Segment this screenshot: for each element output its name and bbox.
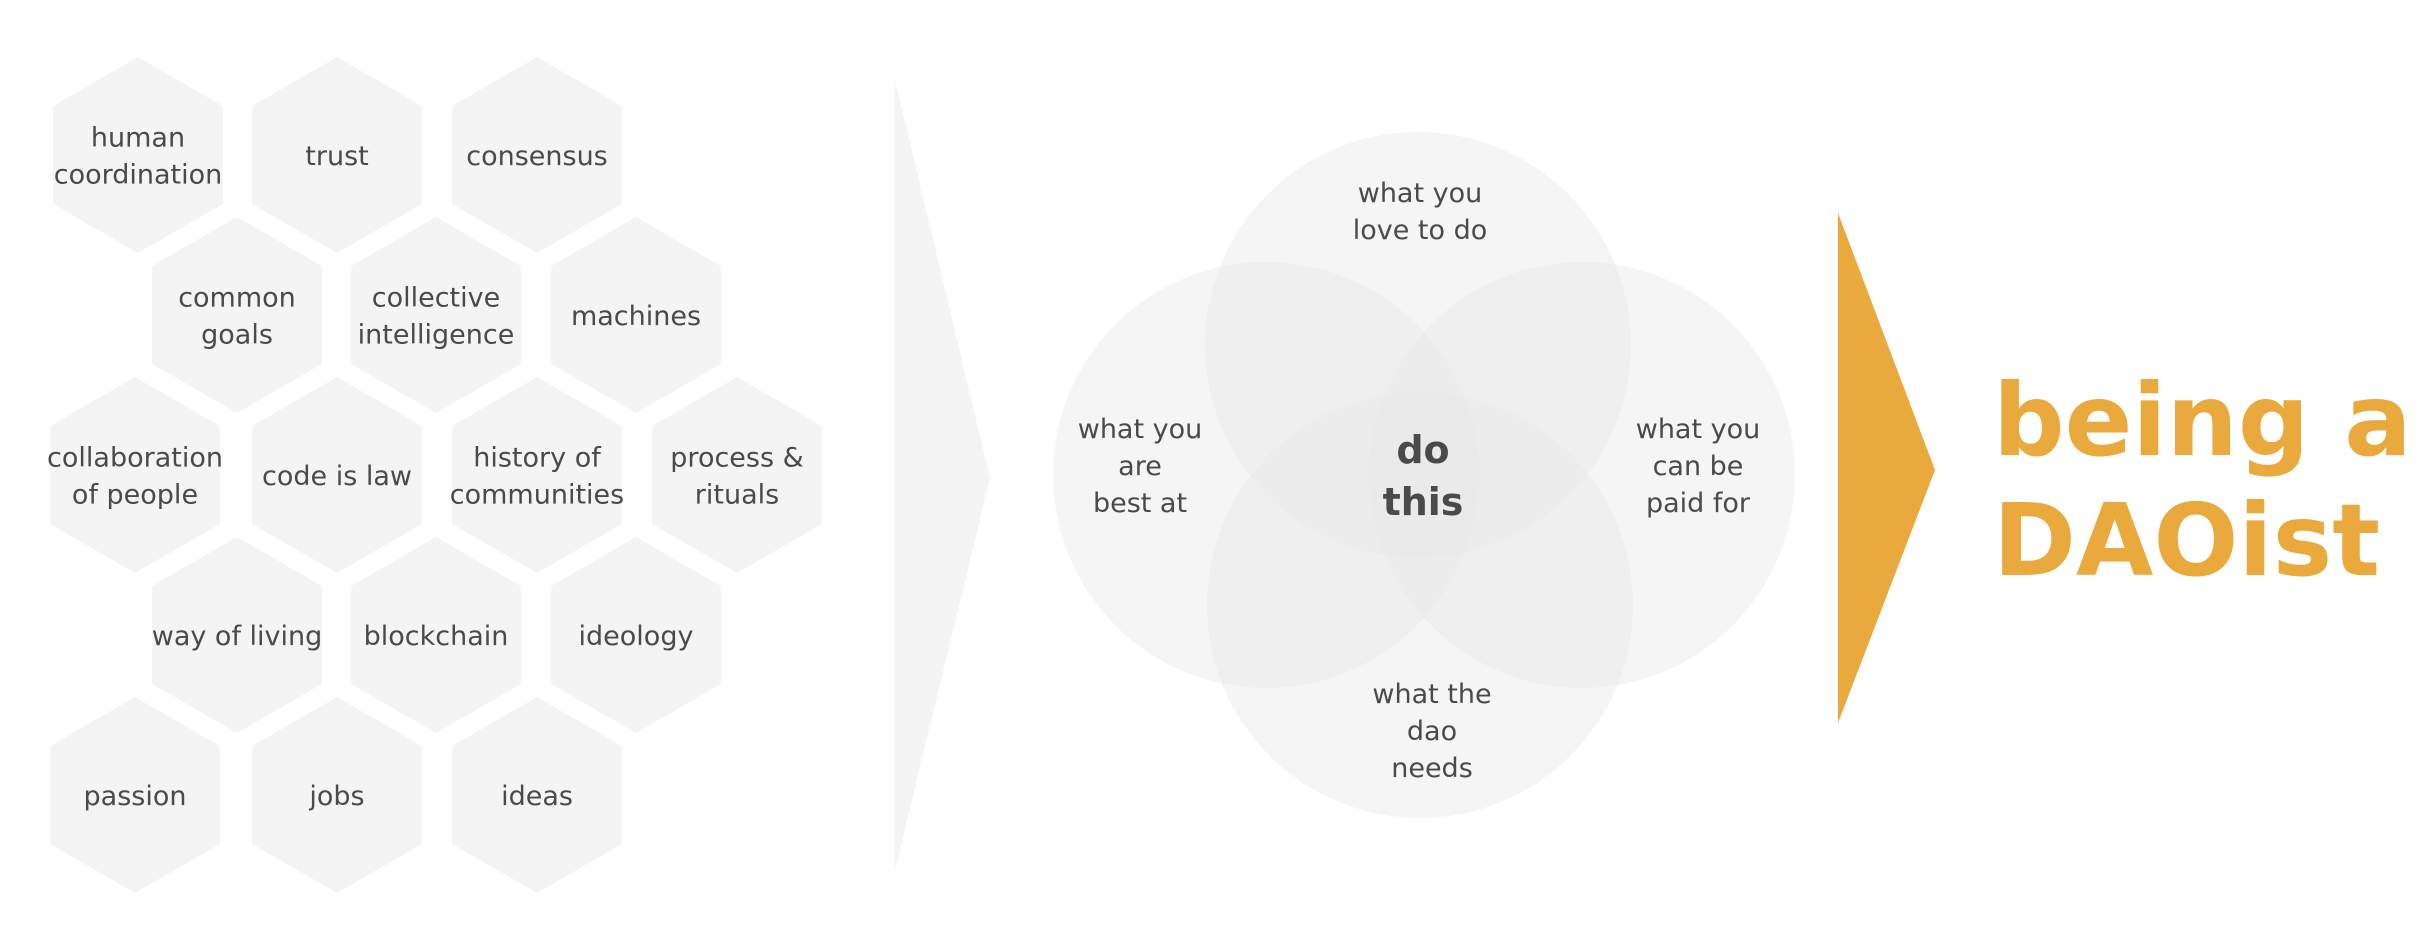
hexagon-label: ideas (501, 781, 573, 812)
hexagon-node: ideology (551, 537, 721, 733)
venn-circle-label: love to do (1353, 215, 1488, 246)
hexagon-node: way of living (152, 537, 323, 733)
venn-circle-label: what you (1078, 414, 1203, 445)
hexagon-label: common (178, 283, 296, 314)
hexagon-node: trust (252, 57, 422, 253)
venn-circle-label: what the (1372, 679, 1491, 710)
hexagon-node: process & rituals (652, 377, 822, 573)
hexagon-shape (351, 217, 521, 413)
hexagon-label: goals (201, 320, 273, 351)
venn-diagram: what you love to do what you are best at what… (1053, 132, 1795, 818)
hexagon-label: way of living (152, 621, 323, 652)
hexagon-node: blockchain (351, 537, 521, 733)
result-line-2: DAOist (1993, 482, 2380, 599)
venn-circle-label: can be (1653, 451, 1744, 482)
hexagon-shape (252, 377, 422, 573)
hexagon-shape (452, 697, 622, 893)
venn-circle-label: needs (1391, 753, 1473, 784)
hexagon-node: collaboration of people (47, 377, 223, 573)
hexagon-node: jobs (252, 697, 422, 893)
hexagon-label: collective (372, 283, 501, 314)
hexagon-label: machines (571, 301, 701, 332)
hexagon-shape (152, 537, 322, 733)
venn-circle (1053, 262, 1479, 688)
hexagon-label: ideology (579, 621, 694, 652)
hexagon-shape (252, 697, 422, 893)
hexagon-grid: human coordination trust consensus common goa… (47, 57, 822, 893)
hexagon-shape (452, 57, 622, 253)
venn-circle-label: what you (1358, 178, 1483, 209)
hexagon-shape (351, 537, 521, 733)
hexagon-label: process & (670, 443, 803, 474)
hexagon-shape (152, 217, 322, 413)
hexagon-shape (452, 377, 622, 573)
hexagon-node: consensus (452, 57, 622, 253)
hexagon-node: machines (551, 217, 721, 413)
result-text: being a DAOist (1993, 362, 2412, 599)
hexagon-label: of people (72, 480, 198, 511)
venn-circle-label: what you (1636, 414, 1761, 445)
venn-center-label: do (1396, 428, 1449, 472)
venn-circle-label: best at (1093, 488, 1187, 519)
hexagon-label: jobs (308, 781, 364, 812)
hexagon-label: communities (450, 480, 624, 511)
hexagon-shape (652, 377, 822, 573)
hexagon-node: history of communities (450, 377, 624, 573)
hexagon-label: passion (84, 781, 187, 812)
hexagon-node: passion (50, 697, 220, 893)
hexagon-node: code is law (252, 377, 422, 573)
hexagon-label: code is law (262, 461, 412, 492)
hexagon-label: blockchain (364, 621, 509, 652)
hexagon-label: trust (305, 141, 368, 172)
hexagon-shape (551, 537, 721, 733)
result-line-1: being a (1993, 362, 2412, 479)
chevron-arrow-icon (895, 80, 990, 870)
hexagon-node: collective intelligence (351, 217, 521, 413)
hexagon-node: ideas (452, 697, 622, 893)
hexagon-shape (50, 697, 220, 893)
hexagon-label: rituals (695, 480, 779, 511)
venn-circle-label: are (1118, 451, 1162, 482)
hexagon-label: intelligence (358, 320, 515, 351)
hexagon-label: consensus (466, 141, 608, 172)
hexagon-node: human coordination (53, 57, 223, 253)
venn-center-label: this (1383, 480, 1464, 524)
triangle-arrow-icon (1838, 213, 1935, 723)
hexagon-shape (50, 377, 220, 573)
hexagon-label: coordination (54, 160, 223, 191)
venn-circle (1205, 132, 1631, 558)
venn-circle-label: paid for (1646, 488, 1751, 519)
hexagon-shape (551, 217, 721, 413)
hexagon-shape (53, 57, 223, 253)
hexagon-label: collaboration (47, 443, 223, 474)
hexagon-label: human (91, 123, 185, 154)
venn-circle-label: dao (1407, 716, 1457, 747)
venn-circle (1369, 262, 1795, 688)
hexagon-label: history of (473, 443, 602, 474)
hexagon-shape (252, 57, 422, 253)
hexagon-node: common goals (152, 217, 322, 413)
venn-circle (1207, 392, 1633, 818)
